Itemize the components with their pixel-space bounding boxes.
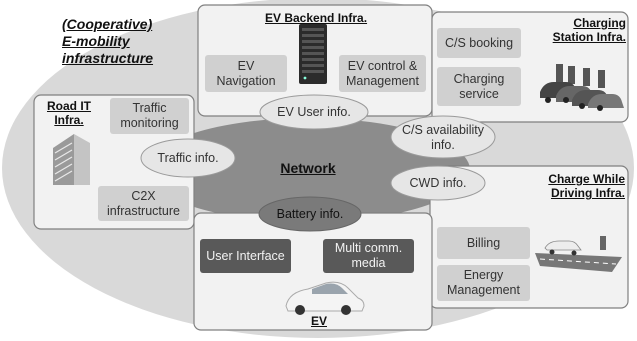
diagram-title: (Cooperative) E-mobility infrastructure bbox=[62, 16, 182, 67]
title-line-3: infrastructure bbox=[62, 50, 154, 66]
cs-booking-label: C/S booking bbox=[444, 35, 514, 50]
title-line-1: (Cooperative) bbox=[62, 16, 153, 32]
network-label: Network bbox=[280, 159, 336, 176]
server-rack-icon bbox=[299, 24, 327, 84]
cwd-info-ellipse bbox=[390, 165, 486, 201]
ev-user-info-ellipse bbox=[259, 94, 369, 130]
c2x-box bbox=[98, 186, 189, 221]
traffic-info-label: Traffic info. bbox=[157, 150, 219, 165]
traffic-monitoring-box bbox=[110, 98, 189, 134]
wireless-charging-road-icon bbox=[535, 236, 622, 272]
multi-comm-box bbox=[323, 239, 414, 273]
title-line-2: E-mobility bbox=[62, 33, 130, 49]
energy-management-box bbox=[437, 265, 530, 301]
user-interface-box bbox=[200, 239, 291, 273]
cs-booking-box bbox=[437, 28, 521, 58]
cwd-info-label: CWD info. bbox=[409, 175, 467, 190]
ev-control-box bbox=[339, 55, 426, 92]
traffic-info-ellipse bbox=[140, 138, 236, 178]
car-fleet-charging-icon bbox=[540, 64, 624, 111]
ev-backend-title: EV Backend Infra. bbox=[265, 11, 368, 25]
billing-box bbox=[437, 227, 530, 259]
ev-navigation-box bbox=[205, 55, 287, 92]
ev-control-label: EV control &Management bbox=[346, 58, 419, 88]
office-building-icon bbox=[53, 134, 90, 185]
ev-title: EV bbox=[310, 314, 327, 328]
cs-availability-ellipse bbox=[390, 115, 496, 159]
multi-comm-label: Multi comm.media bbox=[334, 241, 403, 270]
user-interface-label: User Interface bbox=[206, 248, 285, 263]
billing-label: Billing bbox=[466, 235, 501, 250]
network-ellipse bbox=[146, 118, 470, 222]
battery-info-label: Battery info. bbox=[276, 206, 344, 221]
battery-info-ellipse bbox=[258, 196, 362, 232]
charging-service-box bbox=[437, 67, 521, 106]
electric-car-icon bbox=[285, 281, 365, 315]
ev-user-info-label: EV User info. bbox=[277, 104, 351, 119]
